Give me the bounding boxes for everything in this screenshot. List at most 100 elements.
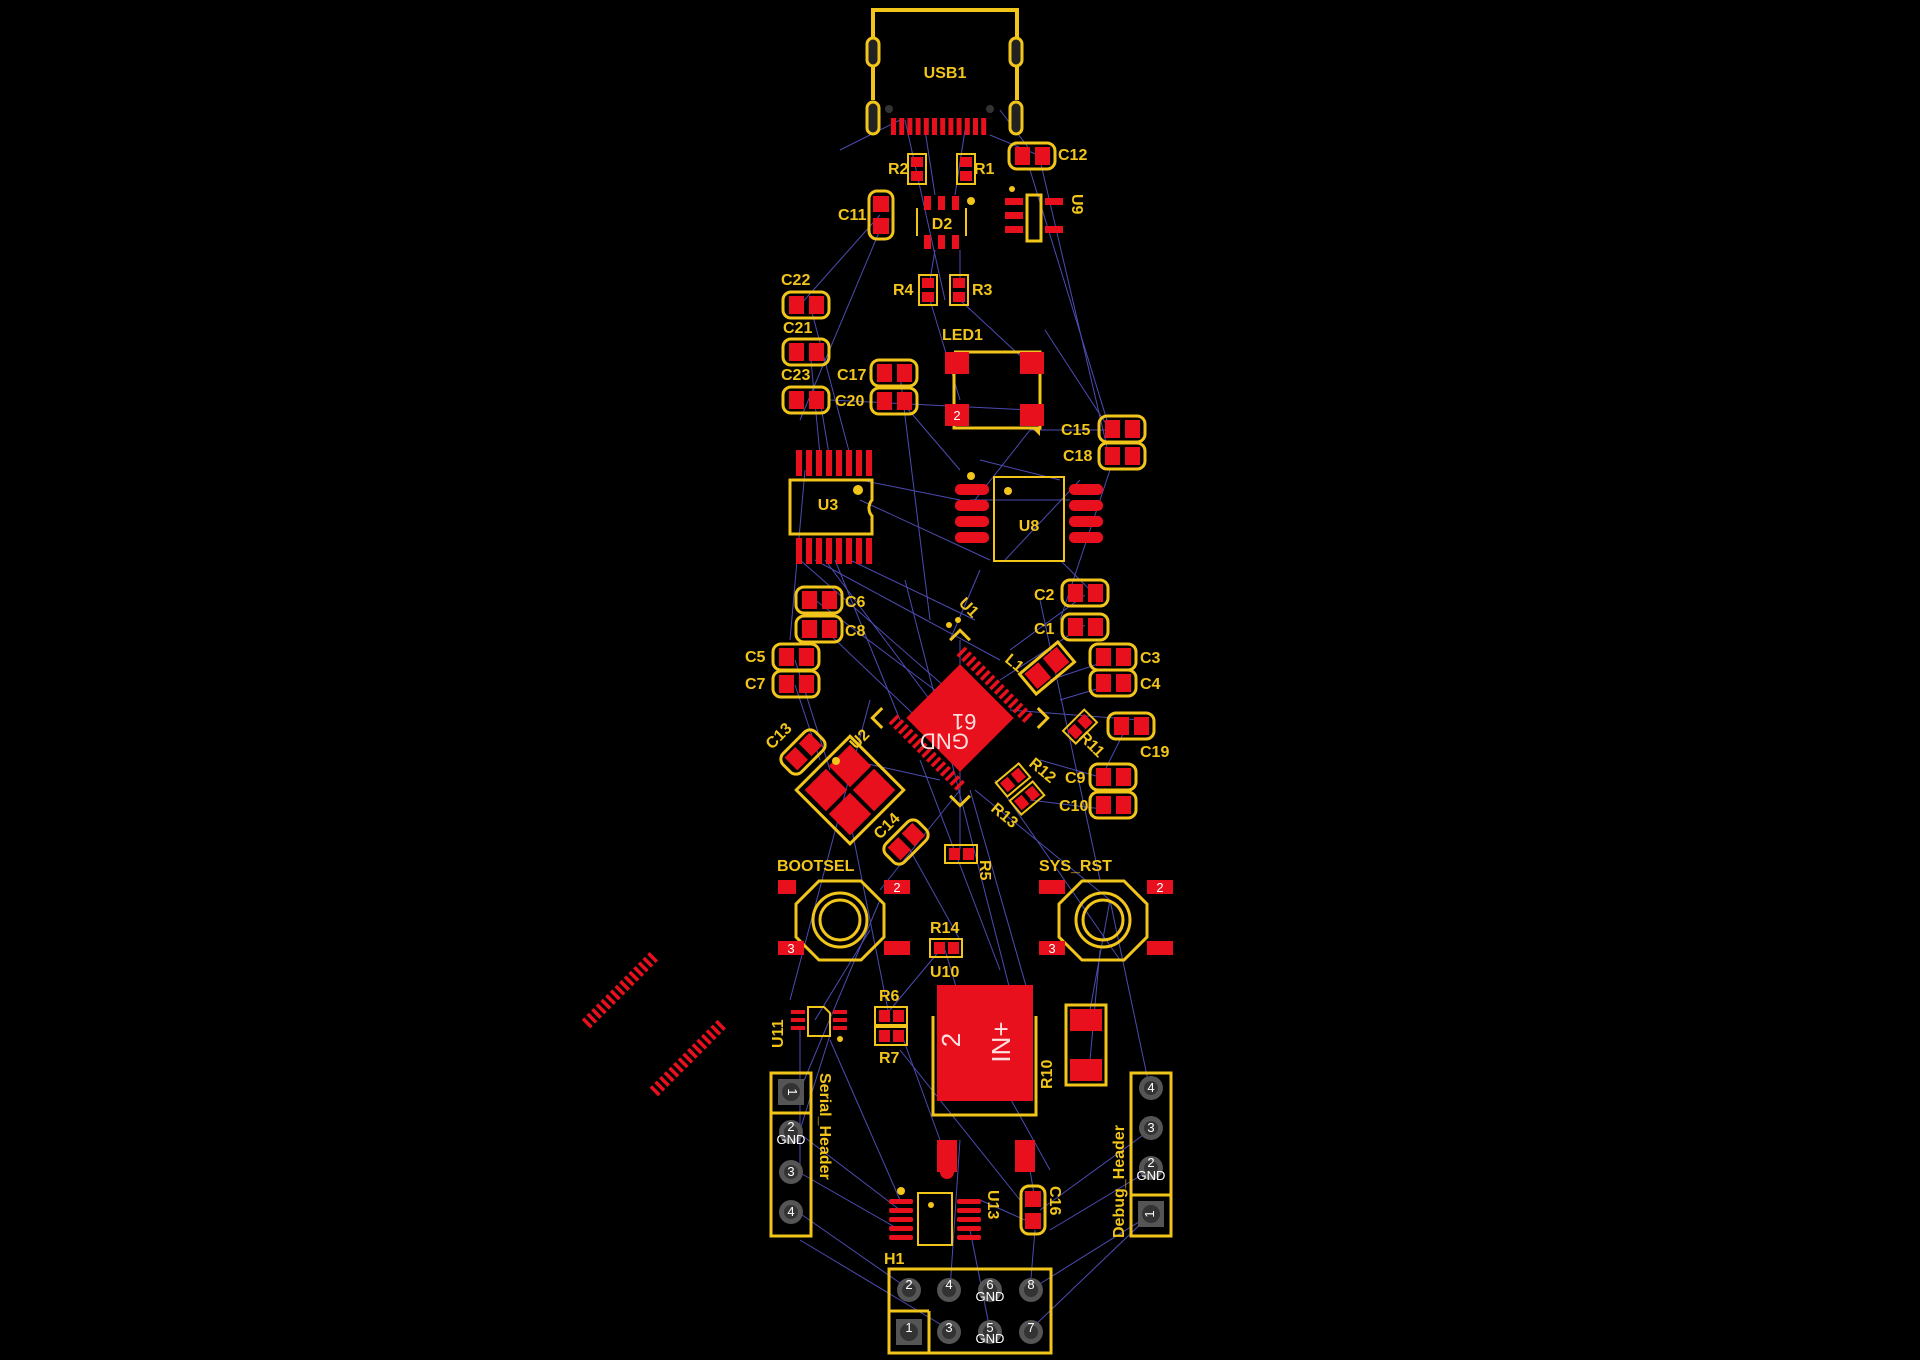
led1-label: LED1 — [942, 327, 983, 344]
c20-label: C20 — [835, 393, 864, 410]
d2-footprint[interactable]: D2 — [916, 196, 975, 249]
serial-pin4-number: 4 — [787, 1204, 794, 1219]
bootsel-switch[interactable]: BOOTSEL 2 3 — [777, 858, 910, 962]
c18-label: C18 — [1063, 448, 1092, 465]
sys-rst-pad2-number: 2 — [1156, 880, 1163, 895]
c12-label: C12 — [1058, 147, 1087, 164]
h1-pin5-number: 5 — [986, 1320, 993, 1335]
c3-label: C3 — [1140, 650, 1161, 667]
u3-footprint[interactable]: U3 — [788, 450, 874, 564]
r4-footprint[interactable]: R4 — [893, 274, 938, 306]
u8-label: U8 — [1019, 518, 1040, 535]
sys-rst-pad3-number: 3 — [1048, 941, 1055, 956]
h1-pin1-number: 1 — [905, 1320, 912, 1335]
c22-footprint[interactable]: C22 — [781, 272, 831, 320]
h1-pin8-number: 8 — [1027, 1277, 1034, 1292]
u10-footprint[interactable]: U10 2 IN+ — [930, 964, 1038, 1179]
r1-label: R1 — [974, 161, 995, 178]
r10-footprint[interactable]: R10 — [1039, 1003, 1108, 1089]
serial-pin1-number: 1 — [785, 1088, 800, 1095]
u1-footprint[interactable]: 61 GND U1 — [576, 595, 1050, 1102]
bootsel-pad2-number: 2 — [893, 880, 900, 895]
c4-footprint[interactable]: C4 — [1088, 668, 1161, 698]
r2-footprint[interactable]: R2 — [888, 153, 927, 185]
u10-pad-number: 2 — [936, 1033, 966, 1047]
debug-header[interactable]: 4 3 2 GND 1 Debug_Header — [1111, 1071, 1173, 1238]
c2-label: C2 — [1034, 587, 1055, 604]
h1-pin5-net: GND — [976, 1331, 1005, 1346]
sys-rst-label: SYS_RST — [1039, 858, 1112, 875]
c10-label: C10 — [1059, 798, 1088, 815]
r6-label: R6 — [879, 988, 900, 1005]
u9-footprint[interactable]: U9 — [1005, 186, 1085, 243]
r7-label: R7 — [879, 1050, 900, 1067]
c11-label: C11 — [838, 207, 867, 224]
c4-label: C4 — [1140, 676, 1161, 693]
c23-footprint[interactable]: C23 — [781, 367, 831, 415]
d2-label: D2 — [932, 216, 953, 233]
c3-footprint[interactable]: C3 — [1088, 642, 1161, 672]
u11-label: U11 — [770, 1019, 787, 1048]
u8-footprint[interactable]: U8 — [955, 472, 1103, 562]
usb1-label: USB1 — [924, 65, 967, 82]
u10-pad-net: IN+ — [986, 1021, 1016, 1062]
r3-footprint[interactable]: R3 — [949, 274, 993, 306]
r14-label: R14 — [930, 920, 959, 937]
c15-label: C15 — [1061, 422, 1090, 439]
h1-pin6-net: GND — [976, 1289, 1005, 1304]
c20-footprint[interactable]: C20 — [835, 386, 919, 416]
r6-footprint[interactable]: R6 — [874, 988, 908, 1026]
c19-label: C19 — [1140, 744, 1169, 761]
c11-footprint[interactable]: C11 — [838, 189, 895, 241]
sys-rst-switch[interactable]: SYS_RST 2 3 — [1039, 858, 1173, 962]
c22-label: C22 — [781, 272, 810, 289]
u10-label: U10 — [930, 964, 959, 981]
u1-exposed-pad-number: 61 — [952, 709, 976, 734]
r10-label: R10 — [1039, 1060, 1056, 1089]
r5-label: R5 — [976, 860, 993, 881]
serial-header-label: Serial_Header — [816, 1073, 833, 1180]
c5-label: C5 — [745, 649, 766, 666]
bootsel-label: BOOTSEL — [777, 858, 855, 875]
bootsel-pad3-number: 3 — [787, 941, 794, 956]
serial-pin3-number: 3 — [787, 1164, 794, 1179]
c12-footprint[interactable]: C12 — [1007, 141, 1087, 171]
c17-footprint[interactable]: C17 — [837, 358, 919, 388]
led1-footprint[interactable]: 2 LED1 — [942, 327, 1044, 436]
r7-footprint[interactable]: R7 — [874, 1026, 908, 1067]
debug-pin1-number: 1 — [1142, 1210, 1157, 1217]
serial-pin2-net: GND — [777, 1132, 806, 1147]
c7-footprint[interactable]: C7 — [745, 669, 821, 699]
r1-footprint[interactable]: R1 — [956, 153, 995, 185]
usb1-footprint[interactable]: USB1 — [865, 8, 1024, 136]
c21-footprint[interactable]: C21 — [781, 320, 831, 367]
h1-pin6-number: 6 — [986, 1277, 993, 1292]
c1-footprint[interactable]: C1 — [1034, 612, 1110, 642]
h1-pin3-number: 3 — [945, 1320, 952, 1335]
u1-exposed-pad-net: GND — [920, 729, 969, 754]
c16-footprint[interactable]: C16 — [1019, 1184, 1063, 1236]
c16-label: C16 — [1046, 1186, 1063, 1215]
serial-header[interactable]: 1 2 GND 3 4 Serial_Header — [769, 1071, 833, 1238]
debug-pin2-net: GND — [1137, 1168, 1166, 1183]
r14-footprint[interactable]: R14 — [929, 920, 963, 958]
c10-footprint[interactable]: C10 — [1059, 790, 1138, 820]
l1-footprint[interactable]: L1 — [1001, 639, 1077, 697]
u13-footprint[interactable]: U13 — [889, 1187, 1001, 1246]
c18-footprint[interactable]: C18 — [1063, 441, 1147, 471]
c6-footprint[interactable]: C6 — [794, 585, 866, 615]
u11-footprint[interactable]: U11 — [770, 1006, 847, 1048]
c23-label: C23 — [781, 367, 810, 384]
h1-pin2-number: 2 — [905, 1277, 912, 1292]
h1-header[interactable]: H1 2 4 6 GND 8 1 3 5 GND 7 — [884, 1251, 1053, 1355]
r2-label: R2 — [888, 161, 909, 178]
h1-pin4-number: 4 — [945, 1277, 952, 1292]
c19-footprint[interactable]: C19 — [1106, 711, 1169, 761]
c2-footprint[interactable]: C2 — [1034, 578, 1110, 608]
c8-footprint[interactable]: C8 — [794, 614, 866, 644]
h1-label: H1 — [884, 1251, 905, 1268]
serial-pin2-number: 2 — [787, 1119, 794, 1134]
debug-header-label: Debug_Header — [1111, 1125, 1128, 1238]
r5-footprint[interactable]: R5 — [944, 844, 993, 881]
c9-footprint[interactable]: C9 — [1065, 762, 1138, 792]
